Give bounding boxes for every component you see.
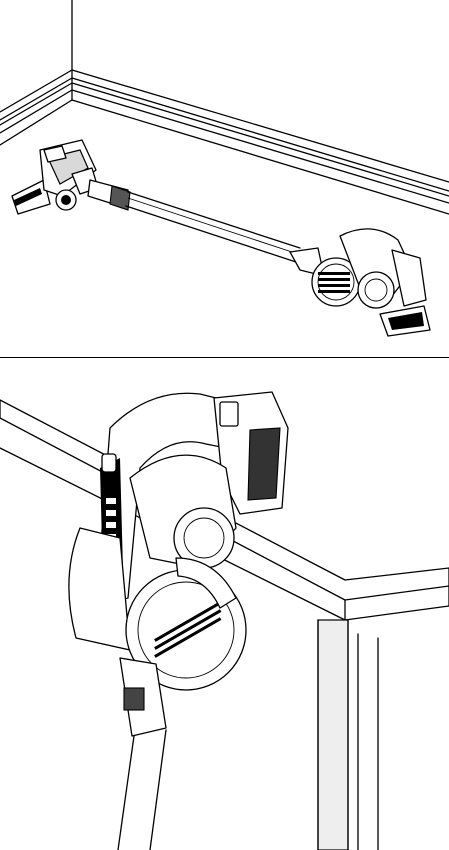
nozzle-and-tube [117,657,167,850]
floor-brush-head [11,139,99,215]
skirting-board-left [0,69,73,146]
illustration-vacuum-on-table [0,358,449,850]
motor-housing [129,454,237,569]
panel-divider [0,357,449,358]
brush-neck-joint [87,179,131,211]
dust-cup [68,527,247,691]
extension-tube [125,191,301,263]
skirting-board-right [71,69,449,215]
battery-pack [213,391,289,515]
illustration-stick-vacuum-floor [0,0,449,357]
table-leg [317,619,379,850]
vacuum-main-body [289,228,431,337]
